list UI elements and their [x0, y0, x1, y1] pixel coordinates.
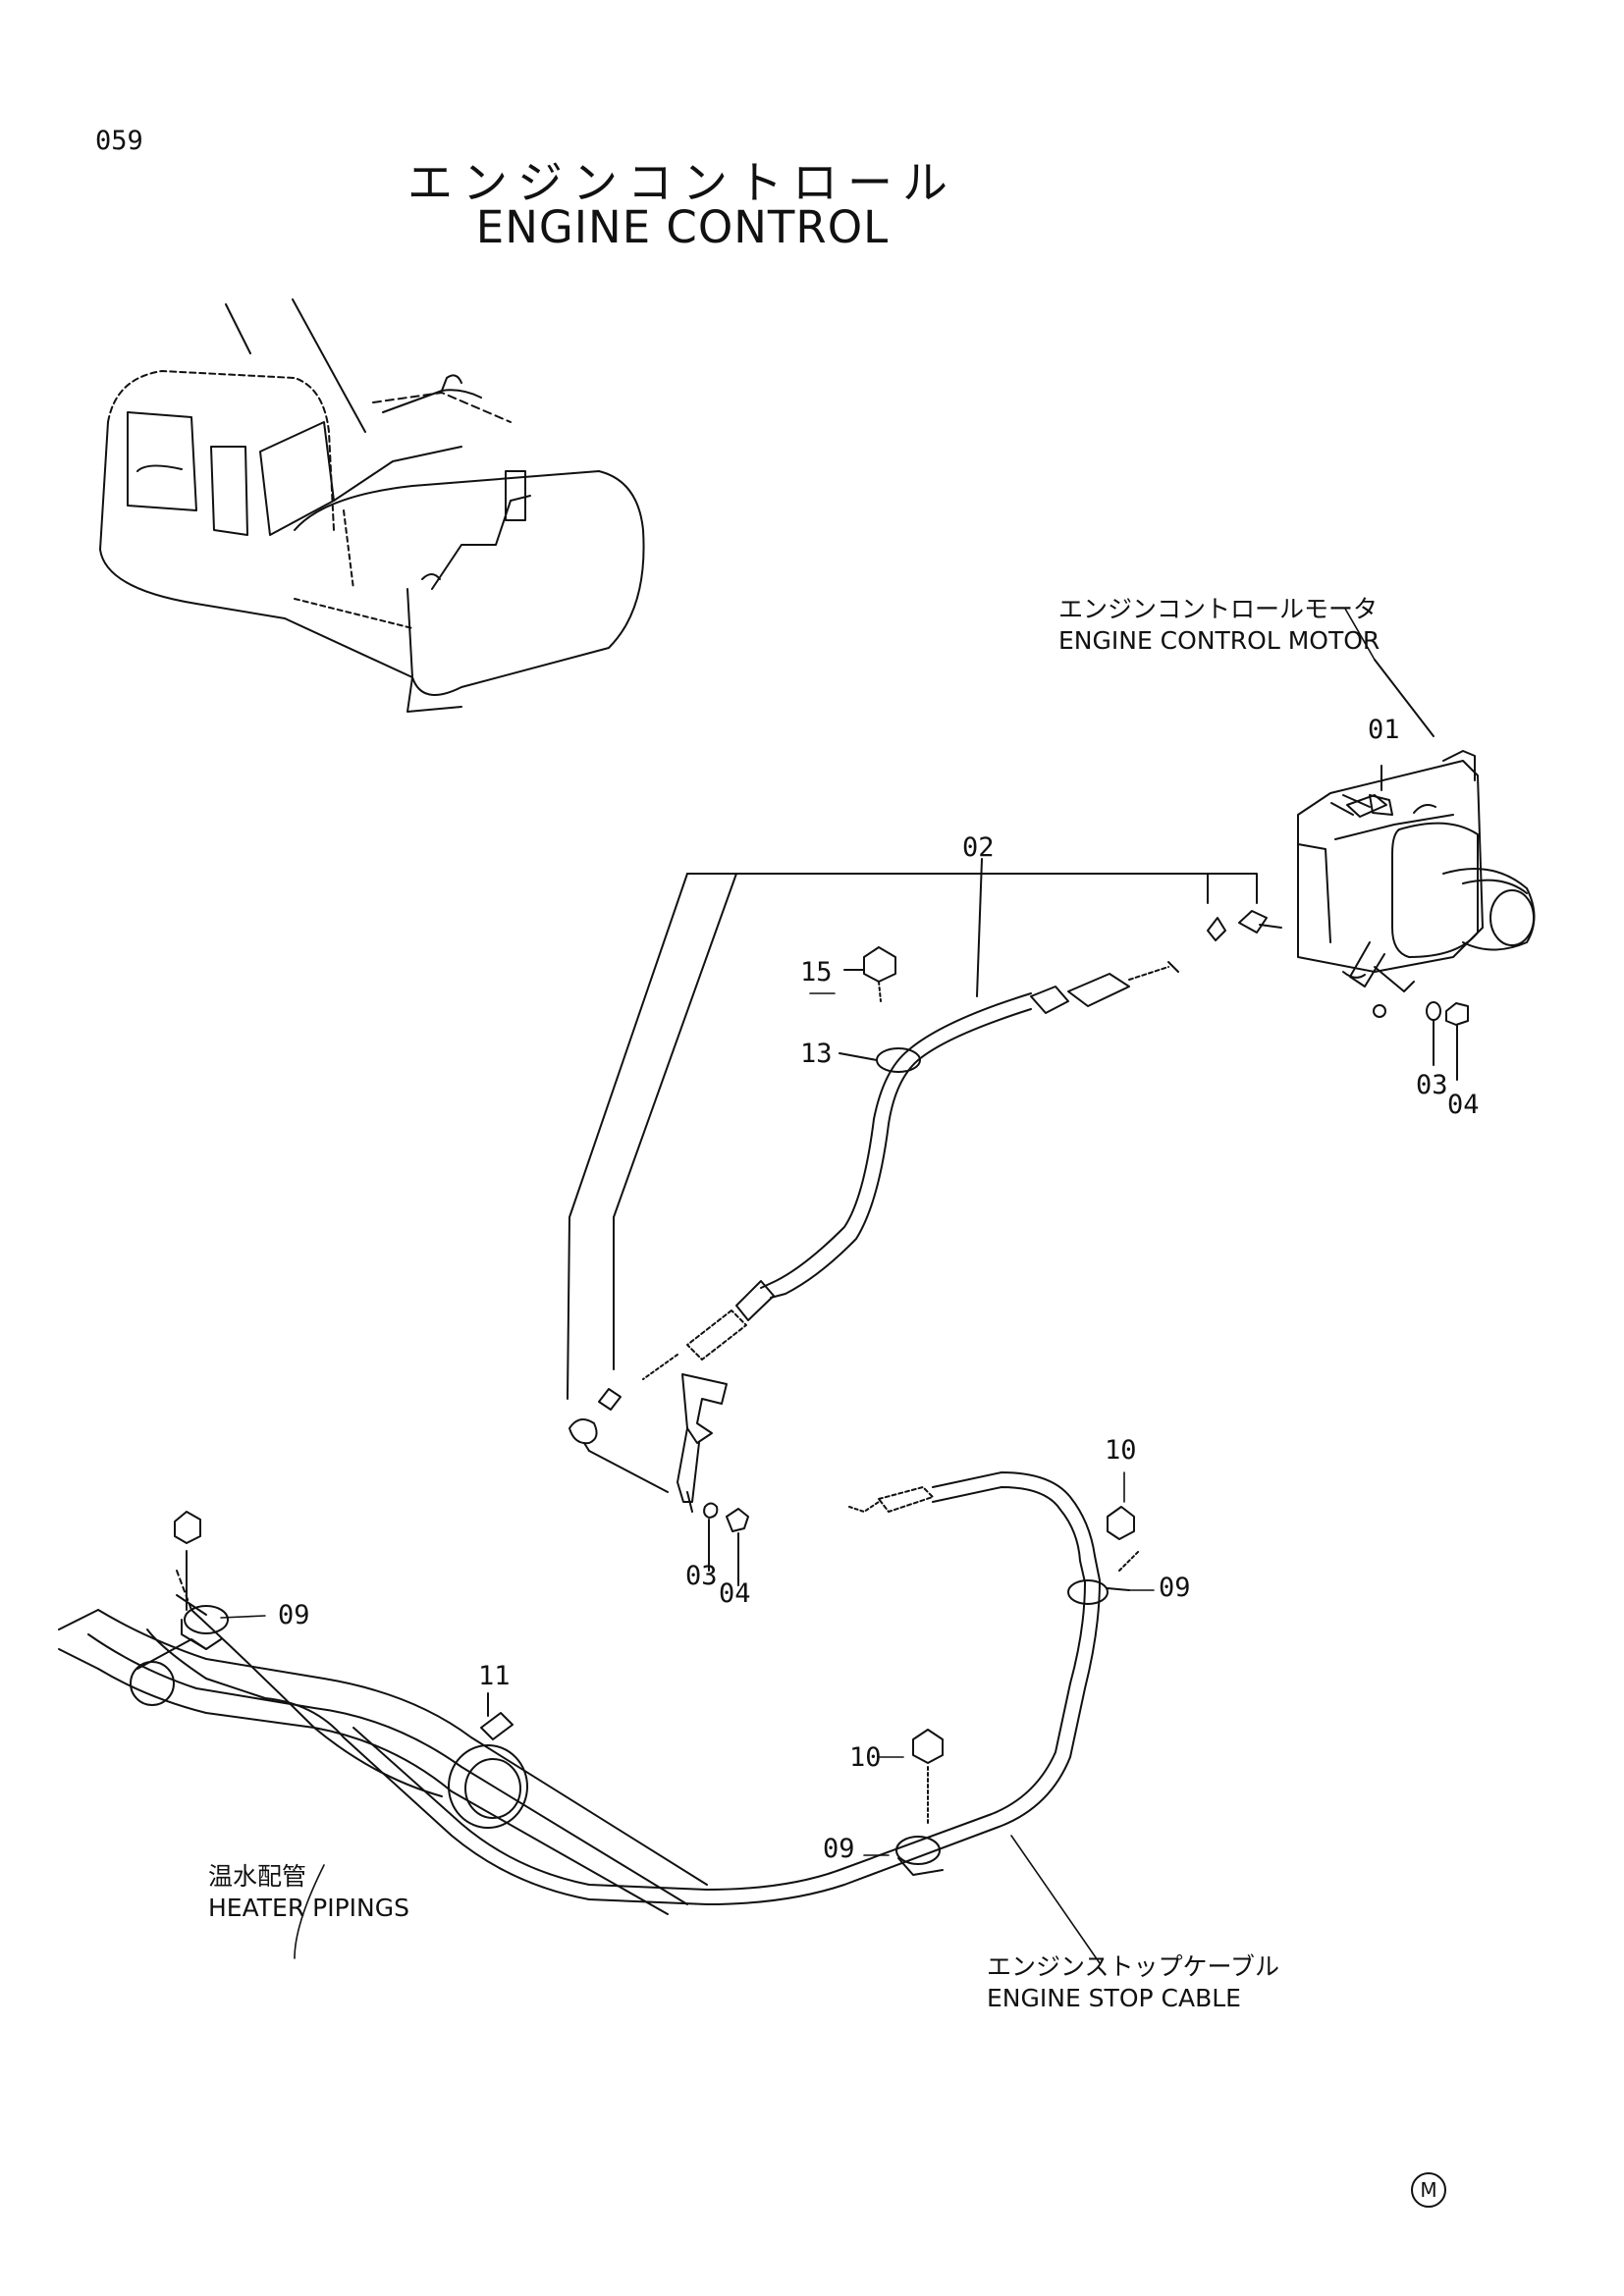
page-title: ENGINE CONTROL [475, 201, 890, 253]
bolt-01 [1343, 766, 1392, 815]
part-number-01: 01 [1368, 715, 1400, 745]
clamp-09-lower [896, 1730, 943, 1875]
excavator-overview [100, 299, 644, 712]
clamp-09-right [1068, 1507, 1139, 1604]
part-number-09-right: 09 [1159, 1573, 1191, 1603]
part-number-03-upper: 03 [1416, 1070, 1448, 1100]
heater-label-jp: 温水配管 [208, 1862, 307, 1891]
page-number: 059 [95, 126, 143, 156]
lever-bracket [677, 1374, 748, 1585]
motor-label: ENGINE CONTROL MOTOR [1058, 626, 1380, 655]
part-number-09-left: 09 [278, 1600, 310, 1630]
part-number-04-upper: 04 [1447, 1090, 1480, 1120]
part-number-09-lower: 09 [823, 1834, 855, 1864]
leader-lines [221, 609, 1375, 1963]
clamp-13 [839, 947, 920, 1072]
part-number-04-lower: 04 [719, 1578, 751, 1609]
clamp-09-left [175, 1512, 228, 1649]
control-cable-02 [568, 859, 1281, 1492]
part-number-02: 02 [962, 832, 995, 863]
engine-stop-cable [147, 1472, 1100, 1904]
motor-label-jp: エンジンコントロールモータ [1058, 595, 1379, 623]
engine-control-motor [1298, 660, 1535, 1017]
stop-cable-label-jp: エンジンストップケーブル [987, 1952, 1280, 1981]
part-number-15: 15 [800, 957, 833, 988]
stop-cable-label: ENGINE STOP CABLE [987, 1984, 1241, 2012]
page-title-jp: エンジンコントロール [407, 156, 957, 209]
washer-nut-upper [1427, 1002, 1468, 1080]
clamp-11 [449, 1693, 527, 1828]
heater-pipings [59, 1571, 707, 1914]
part-number-10-lower: 10 [849, 1742, 882, 1773]
part-number-13: 13 [800, 1039, 833, 1069]
part-number-03-lower: 03 [685, 1561, 718, 1591]
manufacturer-mark: M [1411, 2172, 1446, 2208]
part-number-11: 11 [478, 1661, 511, 1691]
heater-label: HEATER PIPINGS [208, 1894, 409, 1922]
part-number-10-upper: 10 [1105, 1435, 1137, 1466]
